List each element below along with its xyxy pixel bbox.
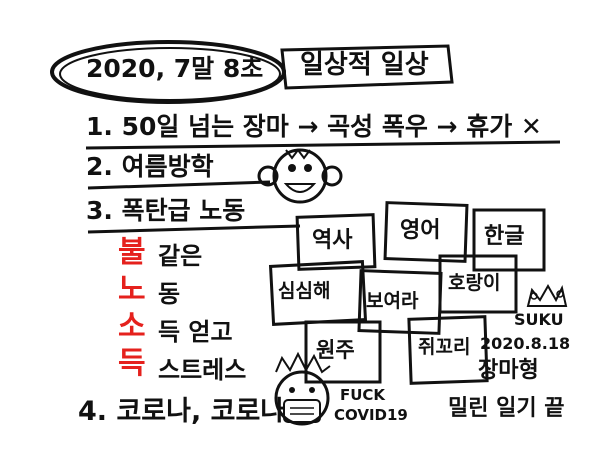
list-item-1: 1. 50일 넘는 장마 → 곡성 폭우 → 휴가 ✕ xyxy=(86,112,542,141)
corona-label-line1: FUCK xyxy=(340,386,386,404)
box-label-english: 영어 xyxy=(400,218,441,243)
signature-date: 2020.8.18 xyxy=(480,334,571,353)
signature-name: SUKU xyxy=(514,310,564,329)
box-label-hangul: 한글 xyxy=(484,224,525,249)
red-vertical-char-1: 불 xyxy=(118,235,146,270)
list-item-4: 4. 코로나, 코로나 xyxy=(78,396,286,427)
date-title: 2020, 7말 8초 xyxy=(86,54,264,83)
box-label-history: 역사 xyxy=(312,228,353,253)
bullet-line-2: 동 xyxy=(158,280,181,308)
red-vertical-char-2: 노 xyxy=(118,272,146,307)
bullet-line-4: 스트레스 xyxy=(158,356,247,384)
list-item-2: 2. 여름방학 xyxy=(86,152,214,181)
box-label-ratstail: 쥐꼬리 xyxy=(418,336,471,358)
list-item-3: 3. 폭탄급 노동 xyxy=(86,196,246,225)
crown-doodle-icon xyxy=(526,283,568,307)
box-label-wonju: 원주 xyxy=(316,338,355,362)
corona-face-icon xyxy=(274,351,331,426)
signature-line1: 장마형 xyxy=(478,358,539,383)
box-label-show: 보여라 xyxy=(366,290,419,312)
bullet-line-1: 같은 xyxy=(158,242,203,270)
signature-line2: 밀린 일기 끝 xyxy=(448,396,565,421)
box-label-bored: 심심해 xyxy=(278,280,331,302)
box-label-tiger: 호랑이 xyxy=(448,272,501,294)
red-vertical-char-4: 득 xyxy=(118,346,146,381)
subtitle-box xyxy=(280,44,454,90)
red-vertical-char-3: 소 xyxy=(118,309,146,344)
corona-label-line2: COVID19 xyxy=(334,406,408,424)
bullet-line-3: 득 얻고 xyxy=(158,318,233,346)
monkey-face-icon xyxy=(257,148,343,204)
subtitle: 일상적 일상 xyxy=(300,50,429,80)
